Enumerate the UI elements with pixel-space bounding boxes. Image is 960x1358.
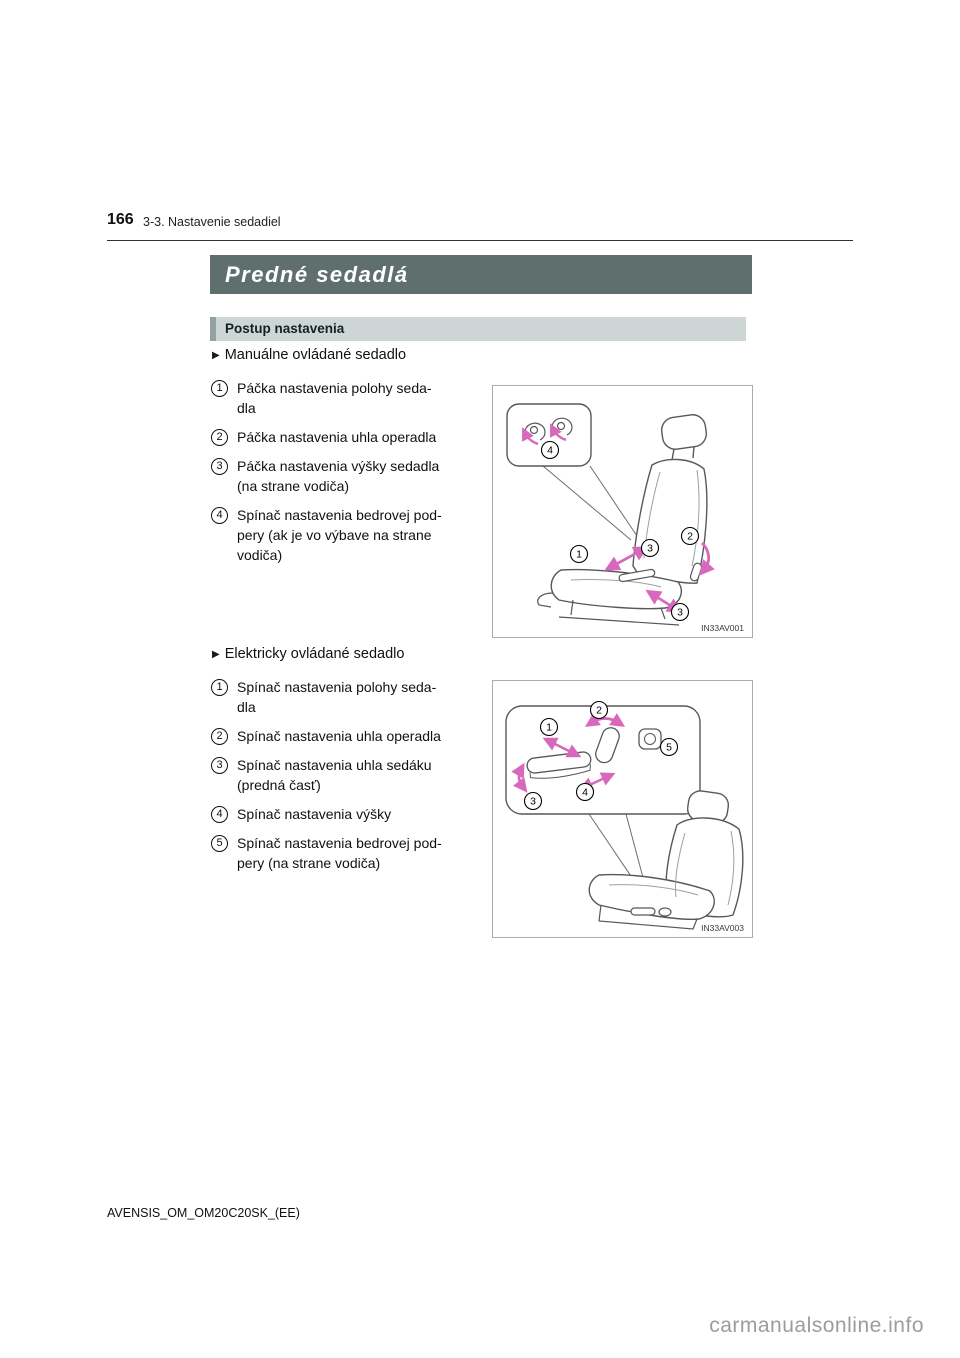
watermark-text: carmanualsonline.info xyxy=(709,1314,924,1337)
figure-callout: 3 xyxy=(640,538,660,558)
manual-seat-illustration: 1 3 2 3 4 IN33AV001 xyxy=(506,403,744,633)
inset-box xyxy=(506,403,592,467)
item-number-badge: 1 xyxy=(211,679,228,696)
section-header: 3-3. Nastavenie sedadiel xyxy=(143,215,281,229)
seat-levers xyxy=(537,562,703,626)
seat-stitch-lines xyxy=(608,830,735,906)
svg-text:2: 2 xyxy=(596,705,602,717)
item-number-badge: 1 xyxy=(211,380,228,397)
item-text: Spínač nastavenia bedrovej pod- pery (na… xyxy=(237,835,442,871)
document-footer-code: AVENSIS_OM_OM20C20SK_(EE) xyxy=(107,1206,300,1220)
figure-callout: 3 xyxy=(670,602,690,622)
figure-callouts: 1 3 2 3 4 xyxy=(540,440,700,622)
figure-power-seat: 1 2 3 4 5 IN33AV003 xyxy=(492,680,753,938)
manual-seat-heading: ▶ Manuálne ovládané sedadlo xyxy=(212,347,406,363)
seat-side-switch-panel xyxy=(598,904,698,930)
svg-text:3: 3 xyxy=(530,796,536,808)
chapter-title-banner: Predné sedadlá xyxy=(210,255,752,294)
list-item: 5 Spínač nastavenia bedrovej pod- pery (… xyxy=(211,833,494,873)
item-text: Spínač nastavenia uhla sedáku (predná ča… xyxy=(237,757,432,793)
manual-seat-item-list: 1 Páčka nastavenia polohy seda- dla 2 Pá… xyxy=(211,378,494,574)
triangle-marker-icon: ▶ xyxy=(212,648,220,660)
header-rule xyxy=(107,240,853,241)
item-number-badge: 3 xyxy=(211,458,228,475)
callout-wedge-lines xyxy=(542,465,638,541)
svg-text:1: 1 xyxy=(546,722,552,734)
figure-callout: 2 xyxy=(589,700,609,720)
figure-code-label: IN33AV003 xyxy=(701,923,744,933)
recline-switch-icon xyxy=(595,727,620,764)
item-text: Páčka nastavenia výšky sedadla (na stran… xyxy=(237,458,440,494)
figure-callout: 4 xyxy=(575,782,595,802)
list-item: 2 Páčka nastavenia uhla operadla xyxy=(211,427,494,447)
item-number-badge: 4 xyxy=(211,806,228,823)
svg-text:3: 3 xyxy=(677,607,683,619)
item-number-badge: 4 xyxy=(211,507,228,524)
power-seat-illustration: 1 2 3 4 5 IN33AV003 xyxy=(505,700,744,933)
page-number: 166 xyxy=(107,211,134,228)
figure-callout: 3 xyxy=(523,791,543,811)
list-item: 4 Spínač nastavenia výšky xyxy=(211,804,494,824)
item-text: Spínač nastavenia bedrovej pod- pery (ak… xyxy=(237,507,442,563)
figure-callout: 4 xyxy=(540,440,560,460)
list-item: 3 Páčka nastavenia výšky sedadla (na str… xyxy=(211,456,494,496)
list-item: 1 Spínač nastavenia polohy seda- dla xyxy=(211,677,494,717)
svg-text:1: 1 xyxy=(576,549,582,561)
list-item: 4 Spínač nastavenia bedrovej pod- pery (… xyxy=(211,505,494,565)
figure-callouts: 1 2 3 4 5 xyxy=(523,700,679,811)
svg-text:3: 3 xyxy=(647,543,653,555)
heading-text: Elektricky ovládané sedadlo xyxy=(224,646,405,662)
figure-code-label: IN33AV001 xyxy=(701,623,744,633)
power-seat-heading: ▶ Elektricky ovládané sedadlo xyxy=(212,646,404,662)
seat-outline xyxy=(550,414,708,610)
svg-text:2: 2 xyxy=(687,531,693,543)
figure-manual-seat: 1 3 2 3 4 IN33AV001 xyxy=(492,385,753,638)
item-number-badge: 2 xyxy=(211,728,228,745)
list-item: 3 Spínač nastavenia uhla sedáku (predná … xyxy=(211,755,494,795)
item-number-badge: 3 xyxy=(211,757,228,774)
item-text: Spínač nastavenia výšky xyxy=(237,806,392,822)
item-text: Páčka nastavenia uhla operadla xyxy=(237,429,437,445)
pink-arrows-seat xyxy=(604,542,715,614)
pink-arrows-inset xyxy=(522,423,567,446)
item-number-badge: 2 xyxy=(211,429,228,446)
item-text: Spínač nastavenia uhla operadla xyxy=(237,728,441,744)
item-text: Páčka nastavenia polohy seda- dla xyxy=(237,380,432,416)
power-seat-item-list: 1 Spínač nastavenia polohy seda- dla 2 S… xyxy=(211,677,494,882)
list-item: 2 Spínač nastavenia uhla operadla xyxy=(211,726,494,746)
figure-callout: 5 xyxy=(659,737,679,757)
lumbar-switch-icon xyxy=(638,728,662,750)
item-number-badge: 5 xyxy=(211,835,228,852)
figure-callout: 1 xyxy=(569,544,589,564)
subsection-banner: Postup nastavenia xyxy=(210,317,746,341)
figure-callout: 2 xyxy=(680,526,700,546)
svg-text:5: 5 xyxy=(666,742,672,754)
list-item: 1 Páčka nastavenia polohy seda- dla xyxy=(211,378,494,418)
figure-callout: 1 xyxy=(539,717,559,737)
svg-text:4: 4 xyxy=(547,445,553,457)
svg-text:4: 4 xyxy=(582,787,588,799)
heading-text: Manuálne ovládané sedadlo xyxy=(224,347,407,363)
item-text: Spínač nastavenia polohy seda- dla xyxy=(237,679,437,715)
triangle-marker-icon: ▶ xyxy=(212,349,220,361)
